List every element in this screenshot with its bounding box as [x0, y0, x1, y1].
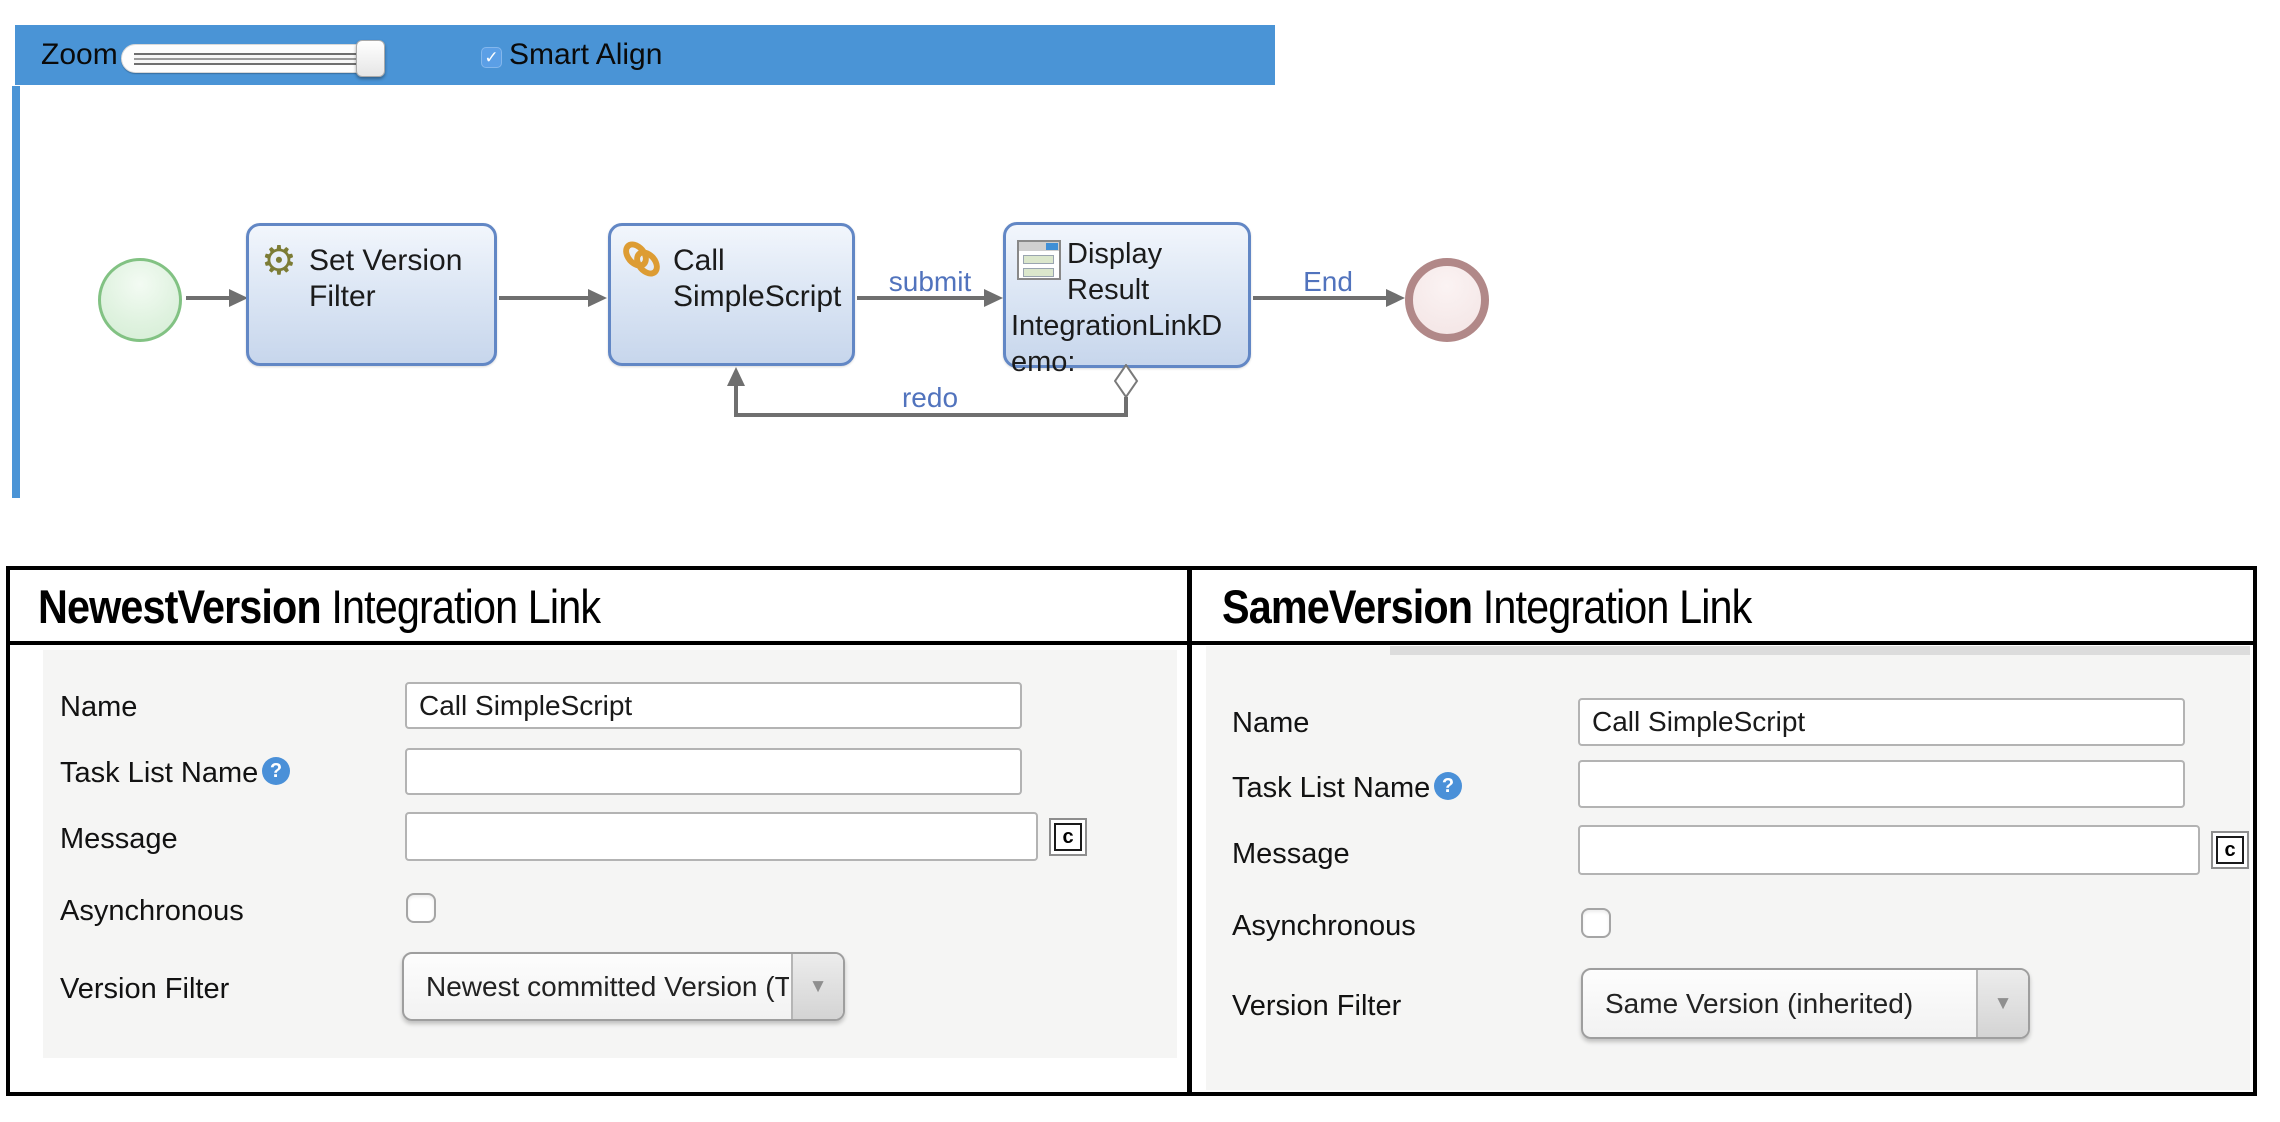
arrowhead-icon — [588, 289, 607, 307]
name-label: Name — [60, 691, 138, 723]
arrowhead-icon — [984, 289, 1003, 307]
diagram-toolbar: Zoom ✓ Smart Align — [15, 25, 1275, 85]
zoom-slider-handle[interactable] — [356, 40, 385, 77]
condition-diamond-icon — [1114, 364, 1139, 399]
version-filter-select[interactable]: Same Version (inherited) ▼ — [1581, 968, 2030, 1039]
task-list-name-label: Task List Name — [60, 757, 259, 789]
name-label: Name — [1232, 707, 1310, 739]
task-list-name-input[interactable] — [1578, 760, 2185, 808]
flow-set-to-call — [499, 296, 589, 300]
version-filter-label: Version Filter — [1232, 990, 1402, 1022]
task-label-line: Display — [1067, 238, 1163, 270]
task-label-line: emo: — [1011, 346, 1076, 378]
canvas-left-border — [12, 86, 20, 498]
asynchronous-label: Asynchronous — [1232, 910, 1416, 942]
task-call-simplescript[interactable]: Call SimpleScript — [608, 223, 855, 366]
message-label: Message — [1232, 838, 1350, 870]
left-panel-title-rest: Integration Link — [320, 580, 601, 633]
left-panel-title: NewestVersion Integration Link — [38, 579, 677, 634]
task-label-line: Call — [673, 244, 725, 277]
panel-divider — [1187, 566, 1192, 1096]
component-icon: c — [1054, 823, 1082, 851]
zoom-slider-groove — [134, 53, 362, 65]
arrowhead-icon — [727, 367, 745, 386]
task-list-name-input[interactable] — [405, 748, 1022, 795]
version-filter-select[interactable]: Newest committed Version (T ▼ — [402, 952, 845, 1021]
task-list-name-label: Task List Name — [1232, 772, 1431, 804]
arrowhead-icon — [229, 289, 248, 307]
message-component-button[interactable]: c — [1049, 818, 1087, 856]
flow-display-to-end — [1253, 296, 1387, 300]
right-panel-title: SameVersion Integration Link — [1222, 579, 1824, 634]
form-window-icon — [1017, 240, 1061, 280]
right-panel-title-bold: SameVersion — [1222, 580, 1473, 633]
name-input[interactable] — [1578, 698, 2185, 746]
dropdown-arrow-icon: ▼ — [1976, 970, 2028, 1037]
checkmark-icon: ✓ — [484, 48, 499, 67]
flow-call-to-display — [857, 296, 985, 300]
help-icon[interactable]: ? — [262, 757, 290, 785]
arrowhead-icon — [1386, 289, 1405, 307]
task-label-line: Filter — [309, 280, 376, 313]
dropdown-arrow-icon: ▼ — [791, 954, 843, 1019]
gear-icon: ⚙ — [261, 239, 297, 283]
left-panel-title-bold: NewestVersion — [38, 580, 322, 633]
start-event-node[interactable] — [98, 258, 182, 342]
flow-label-end: End — [1303, 266, 1353, 297]
flow-redo-segment — [1124, 397, 1128, 415]
right-panel-title-rest: Integration Link — [1472, 580, 1753, 633]
asynchronous-checkbox[interactable] — [406, 893, 436, 923]
asynchronous-label: Asynchronous — [60, 895, 244, 927]
header-underline — [6, 641, 2257, 645]
message-label: Message — [60, 823, 178, 855]
flow-label-submit: submit — [888, 266, 972, 297]
zoom-slider-label: Zoom — [41, 38, 118, 71]
smart-align-checkbox[interactable]: ✓ — [481, 47, 502, 68]
end-event-node[interactable] — [1405, 258, 1489, 342]
chain-link-icon — [617, 236, 666, 282]
name-input[interactable] — [405, 682, 1022, 729]
version-filter-label: Version Filter — [60, 973, 230, 1005]
help-icon[interactable]: ? — [1434, 772, 1462, 800]
task-label-line: Set Version — [309, 244, 463, 277]
task-set-version-filter[interactable]: ⚙ Set Version Filter — [246, 223, 497, 366]
version-filter-value: Same Version (inherited) — [1605, 987, 1914, 1019]
message-input[interactable] — [405, 812, 1038, 861]
asynchronous-checkbox[interactable] — [1581, 908, 1611, 938]
flow-redo-segment — [734, 413, 1128, 417]
component-icon: c — [2216, 836, 2244, 864]
task-label-line: Result — [1067, 274, 1150, 306]
flow-label-redo: redo — [901, 382, 959, 413]
flow-start-to-set — [186, 296, 232, 300]
message-input[interactable] — [1578, 825, 2200, 875]
smart-align-label: Smart Align — [509, 38, 663, 71]
message-component-button[interactable]: c — [2211, 831, 2249, 869]
task-display-result[interactable]: Display Result IntegrationLinkD emo: — [1003, 222, 1251, 378]
task-label-line: SimpleScript — [673, 280, 842, 313]
version-filter-value: Newest committed Version (T — [426, 970, 789, 1002]
right-panel-scroll-strip — [1390, 646, 2250, 655]
task-label-line: IntegrationLinkD — [1011, 310, 1223, 342]
zoom-slider[interactable] — [121, 44, 370, 73]
flow-redo-segment — [734, 384, 738, 415]
